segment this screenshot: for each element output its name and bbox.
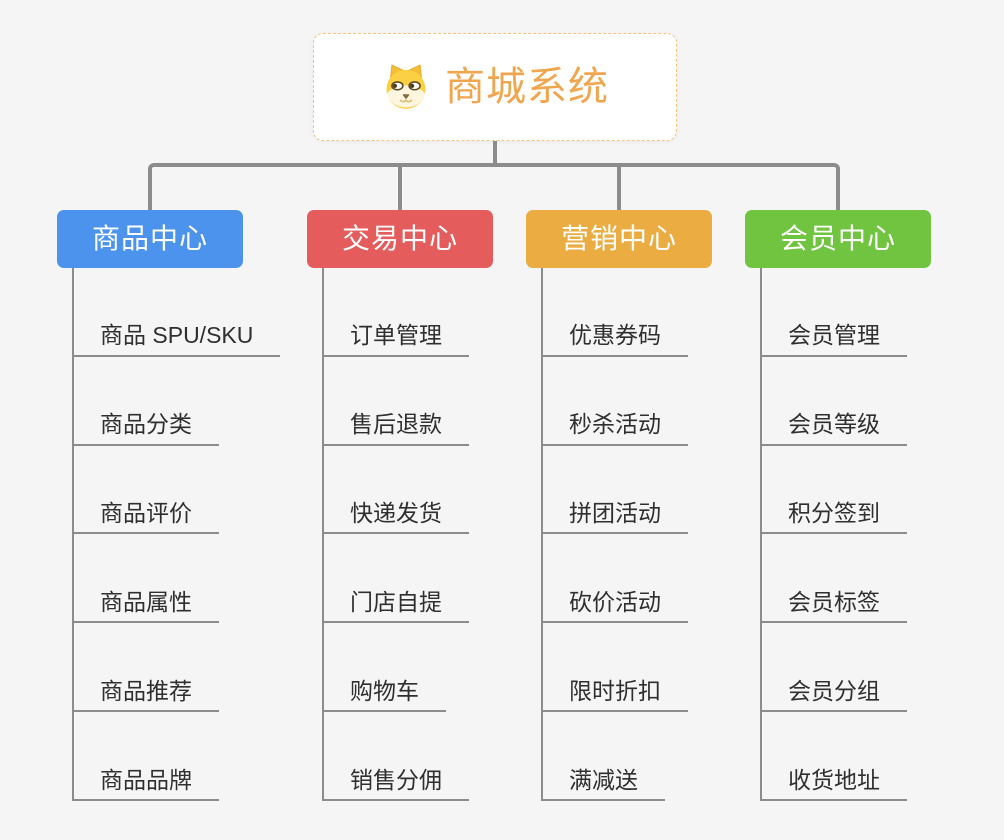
leaf-label: 商品分类 — [74, 411, 219, 446]
leaf-node[interactable]: 商品 SPU/SKU — [74, 268, 312, 357]
leaf-label: 门店自提 — [324, 589, 469, 624]
branch-label: 商品中心 — [91, 223, 208, 254]
leaf-label: 会员管理 — [762, 322, 907, 357]
leaf-node[interactable]: 会员标签 — [762, 534, 1000, 624]
leaf-node[interactable]: 门店自提 — [324, 534, 562, 624]
branch-group: 会员中心 会员管理 会员等级 积分签到 会员标签 会员分组 收货地址 — [745, 210, 1000, 801]
leaf-node[interactable]: 积分签到 — [762, 446, 1000, 535]
leaf-label: 快递发货 — [324, 500, 469, 535]
leaf-node[interactable]: 订单管理 — [324, 268, 562, 357]
connector-drop-branch-2 — [398, 167, 402, 210]
branch-node[interactable]: 商品中心 — [57, 210, 243, 268]
leaf-label: 满减送 — [543, 767, 665, 801]
leaf-label: 商品属性 — [74, 589, 219, 624]
leaf-node[interactable]: 拼团活动 — [543, 446, 781, 535]
leaf-node[interactable]: 商品属性 — [74, 534, 312, 624]
branch-children-column: 会员管理 会员等级 积分签到 会员标签 会员分组 收货地址 — [760, 268, 1000, 801]
leaf-label: 限时折扣 — [543, 678, 688, 713]
leaf-label: 砍价活动 — [543, 589, 688, 624]
branch-group: 交易中心 订单管理 售后退款 快递发货 门店自提 购物车 销售分佣 — [307, 210, 562, 801]
branch-children-column: 优惠券码 秒杀活动 拼团活动 砍价活动 限时折扣 满减送 — [541, 268, 781, 801]
leaf-node[interactable]: 会员管理 — [762, 268, 1000, 357]
root-title: 商城系统 — [445, 65, 609, 109]
leaf-label: 秒杀活动 — [543, 411, 688, 446]
leaf-label: 购物车 — [324, 678, 446, 713]
leaf-node[interactable]: 商品分类 — [74, 357, 312, 446]
leaf-label: 售后退款 — [324, 411, 469, 446]
root-node[interactable]: 商城系统 — [313, 33, 677, 141]
leaf-label: 会员标签 — [762, 589, 907, 624]
leaf-label: 会员等级 — [762, 411, 907, 446]
dog-face-icon — [386, 64, 426, 109]
leaf-node[interactable]: 商品推荐 — [74, 623, 312, 713]
leaf-node[interactable]: 购物车 — [324, 623, 562, 713]
branch-label: 会员中心 — [779, 223, 896, 254]
leaf-label: 积分签到 — [762, 500, 907, 535]
leaf-label: 优惠券码 — [543, 322, 688, 357]
leaf-node[interactable]: 会员等级 — [762, 357, 1000, 446]
leaf-node[interactable]: 砍价活动 — [543, 534, 781, 624]
leaf-label: 销售分佣 — [324, 767, 469, 801]
leaf-label: 收货地址 — [762, 767, 907, 801]
branch-group: 商品中心 商品 SPU/SKU 商品分类 商品评价 商品属性 商品推荐 商品品牌 — [57, 210, 312, 801]
leaf-label: 会员分组 — [762, 678, 907, 713]
branch-label: 交易中心 — [341, 223, 458, 254]
leaf-label: 商品 SPU/SKU — [74, 322, 281, 357]
leaf-node[interactable]: 收货地址 — [762, 712, 1000, 801]
branch-node[interactable]: 会员中心 — [745, 210, 931, 268]
leaf-node[interactable]: 满减送 — [543, 712, 781, 801]
leaf-node[interactable]: 限时折扣 — [543, 623, 781, 713]
connector-rail — [148, 163, 840, 210]
leaf-node[interactable]: 销售分佣 — [324, 712, 562, 801]
branch-group: 营销中心 优惠券码 秒杀活动 拼团活动 砍价活动 限时折扣 满减送 — [526, 210, 781, 801]
connector-root-stub — [493, 141, 497, 164]
branch-node[interactable]: 交易中心 — [307, 210, 493, 268]
leaf-node[interactable]: 售后退款 — [324, 357, 562, 446]
connector-drop-branch-3 — [617, 167, 621, 210]
leaf-node[interactable]: 商品品牌 — [74, 712, 312, 801]
leaf-label: 订单管理 — [324, 322, 469, 357]
leaf-label: 商品评价 — [74, 500, 219, 535]
leaf-label: 商品品牌 — [74, 767, 219, 801]
branch-label: 营销中心 — [560, 223, 677, 254]
leaf-node[interactable]: 商品评价 — [74, 446, 312, 535]
branch-children-column: 商品 SPU/SKU 商品分类 商品评价 商品属性 商品推荐 商品品牌 — [72, 268, 312, 801]
branch-children-column: 订单管理 售后退款 快递发货 门店自提 购物车 销售分佣 — [322, 268, 562, 801]
leaf-label: 商品推荐 — [74, 678, 219, 713]
leaf-node[interactable]: 秒杀活动 — [543, 357, 781, 446]
leaf-node[interactable]: 快递发货 — [324, 446, 562, 535]
leaf-label: 拼团活动 — [543, 500, 688, 535]
leaf-node[interactable]: 优惠券码 — [543, 268, 781, 357]
leaf-node[interactable]: 会员分组 — [762, 623, 1000, 713]
branch-node[interactable]: 营销中心 — [526, 210, 712, 268]
